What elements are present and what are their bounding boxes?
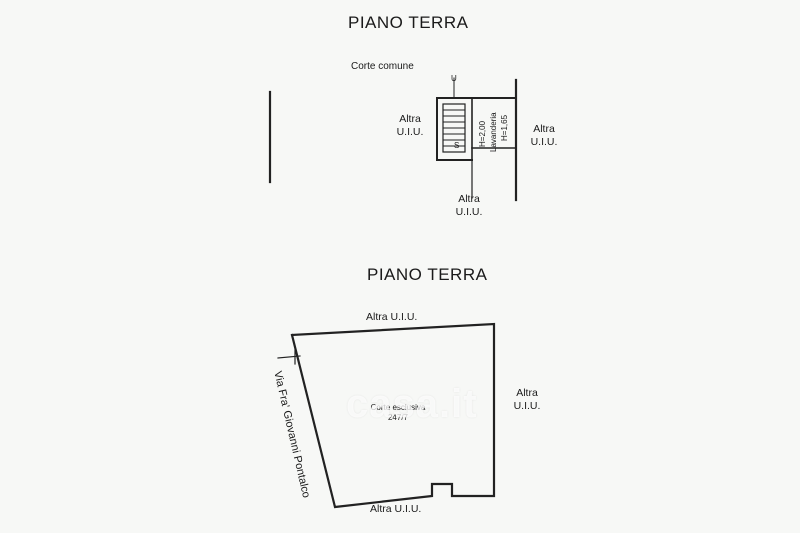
corte-esclusiva-number: 247/7 — [387, 413, 409, 422]
altra-uiu-bottom: Altra U.I.U. — [451, 193, 487, 219]
altra-uiu-left-line1: Altra — [399, 113, 421, 125]
altra-uiu-right-lower-line2: U.I.U. — [513, 400, 541, 412]
altra-uiu-right-lower-line1: Altra — [516, 387, 538, 399]
room-height-2: H=1,65 — [500, 114, 509, 141]
stair-mark: S — [454, 141, 460, 150]
altra-uiu-right-lower: Altra U.I.U. — [508, 387, 546, 413]
altra-uiu-left: Altra U.I.U. — [393, 113, 427, 139]
stair-top-mark: U — [451, 74, 457, 83]
altra-uiu-top: Altra U.I.U. — [366, 311, 418, 323]
bottom-plan-walls — [277, 322, 496, 509]
altra-uiu-right: Altra U.I.U. — [525, 123, 563, 149]
altra-uiu-right-line1: Altra — [533, 123, 555, 135]
top-plan-walls — [268, 78, 518, 202]
altra-uiu-bottom-line1: Altra — [458, 193, 480, 205]
altra-uiu-left-line2: U.I.U. — [396, 126, 424, 138]
altra-uiu-bottom-lower: Altra U.I.U. — [370, 503, 422, 515]
room-height-1: H=2,00 — [478, 120, 487, 147]
corte-comune-label: Corte comune — [351, 61, 414, 72]
corte-esclusiva: Corte esclusiva 247/7 — [366, 403, 430, 423]
watermark-logo: casa.it — [346, 382, 478, 426]
altra-uiu-bottom-line2: U.I.U. — [455, 206, 483, 218]
stairs — [442, 77, 466, 153]
top-plan-title: PIANO TERRA — [348, 13, 469, 32]
street-edge-tick — [277, 355, 301, 359]
corte-esclusiva-label: Corte esclusiva — [370, 403, 426, 412]
bottom-plan-title: PIANO TERRA — [367, 265, 488, 284]
altra-uiu-right-line2: U.I.U. — [530, 136, 558, 148]
room-label: Lavanderia — [489, 112, 498, 152]
